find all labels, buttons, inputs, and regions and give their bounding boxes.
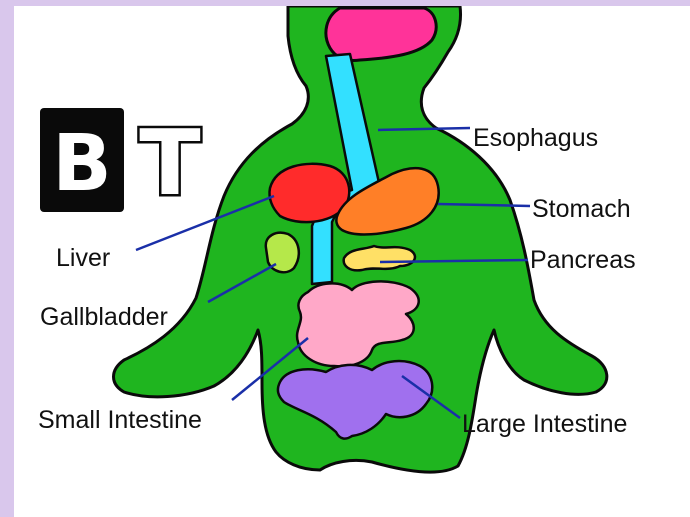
label-pancreas: Pancreas [530, 246, 636, 274]
diagram-canvas: Esophagus Stomach Liver Pancreas Gallbla… [14, 6, 690, 517]
label-liver: Liver [56, 244, 110, 272]
label-small-intestine: Small Intestine [38, 406, 202, 434]
digestive-system-diagram: Esophagus Stomach Liver Pancreas Gallbla… [14, 6, 690, 517]
logo-letter-b: B [52, 119, 111, 209]
label-stomach: Stomach [532, 195, 631, 223]
label-large-intestine: Large Intestine [462, 410, 627, 438]
label-gallbladder: Gallbladder [40, 303, 168, 331]
logo-letter-t: T [139, 111, 200, 216]
bt-logo: B T [40, 108, 201, 216]
label-esophagus: Esophagus [473, 124, 598, 152]
pancreas-organ [344, 246, 415, 270]
